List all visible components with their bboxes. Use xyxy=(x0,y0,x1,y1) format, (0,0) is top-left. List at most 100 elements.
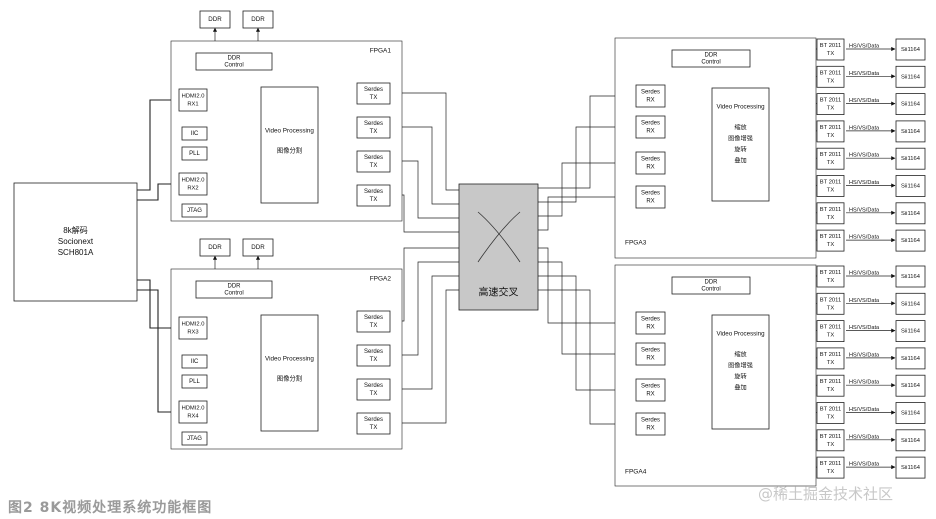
decoder-box-text: Socionext xyxy=(58,237,94,246)
serdes-rx-box-text: RX xyxy=(646,98,654,104)
connector-line xyxy=(538,196,636,231)
hs-vs-data-label: HS/VS/Data xyxy=(849,462,880,468)
serdes-tx-box-text: Serdes xyxy=(364,349,383,355)
serdes-rx-box xyxy=(635,84,666,108)
bt2011-tx-box-text: TX xyxy=(827,188,835,194)
bt2011-tx-box-text: TX xyxy=(827,106,835,112)
sii1164-chip xyxy=(895,402,926,424)
serdes-rx-box-text: RX xyxy=(646,392,654,398)
bt2011-tx-box-text: BT 2011 xyxy=(820,180,841,186)
connector-line xyxy=(137,279,180,332)
bt2011-tx-box-text: TX xyxy=(827,469,835,475)
hs-vs-data-label: HS/VS/Data xyxy=(849,298,880,304)
sii1164-chip xyxy=(895,429,926,452)
switch-cross-line xyxy=(477,211,521,263)
serdes-tx-box xyxy=(356,82,391,105)
video-processing-label: 缩放 xyxy=(734,124,746,132)
bt2011-tx-box xyxy=(816,402,845,424)
sii1164-chip xyxy=(895,175,926,197)
sii1164-chip xyxy=(895,320,926,343)
serdes-tx-box-text: Serdes xyxy=(364,155,383,161)
bt2011-tx-box xyxy=(816,202,845,225)
serdes-tx-box-text: TX xyxy=(370,391,378,397)
jtag-box-text: JTAG xyxy=(187,436,202,442)
sii1164-chip-text: Sii1164 xyxy=(901,438,921,444)
serdes-rx-box-text: RX xyxy=(646,325,654,331)
sii1164-chip-text: Sii1164 xyxy=(901,102,921,108)
sii1164-chip xyxy=(895,229,926,252)
video-processing-box xyxy=(711,314,770,430)
ddr-control-box-text: DDR xyxy=(705,53,719,59)
serdes-rx-box xyxy=(635,115,666,139)
hs-vs-data-label: HS/VS/Data xyxy=(849,352,880,358)
switch-box xyxy=(458,183,539,311)
serdes-tx-box-text: Serdes xyxy=(364,189,383,195)
connector-line xyxy=(390,160,459,219)
connector-line xyxy=(538,126,636,203)
serdes-rx-box-text: Serdes xyxy=(641,317,660,323)
bt2011-tx-box-text: TX xyxy=(827,278,835,284)
ddr-control-box-text: DDR xyxy=(705,280,719,286)
bt2011-tx-box-text: BT 2011 xyxy=(820,234,841,240)
fpga-label: FPGA2 xyxy=(370,276,392,283)
bt2011-tx-box-text: TX xyxy=(827,305,835,311)
sii1164-chip-text: Sii1164 xyxy=(901,129,921,135)
serdes-tx-box xyxy=(356,150,391,173)
serdes-tx-box xyxy=(356,344,391,367)
hdmi-rx-box xyxy=(178,88,208,112)
bt2011-tx-box-text: BT 2011 xyxy=(820,43,841,49)
decoder-box-text: 8k解码 xyxy=(63,225,87,235)
iic-box xyxy=(181,354,208,369)
serdes-tx-box xyxy=(356,378,391,401)
bt2011-tx-box-text: BT 2011 xyxy=(820,98,841,104)
hs-vs-data-label: HS/VS/Data xyxy=(849,71,880,77)
sii1164-chip-text: Sii1164 xyxy=(901,383,921,389)
ddr-chip-text: DDR xyxy=(208,244,222,251)
bt2011-tx-box-text: BT 2011 xyxy=(820,325,841,331)
bt2011-tx-box xyxy=(816,292,845,315)
serdes-tx-box xyxy=(356,184,391,207)
serdes-tx-box-text: Serdes xyxy=(364,87,383,93)
bt2011-tx-box-text: TX xyxy=(827,160,835,166)
ddr-control-box-text: Control xyxy=(701,60,720,66)
sii1164-chip-text: Sii1164 xyxy=(901,211,921,217)
iic-box-text: IIC xyxy=(191,359,199,365)
video-processing-box xyxy=(260,314,319,432)
ddr-control-box xyxy=(195,52,273,71)
video-processing-label: 图像分割 xyxy=(277,146,302,155)
serdes-rx-box xyxy=(635,342,666,366)
serdes-rx-box-text: Serdes xyxy=(641,90,660,96)
hdmi-rx-box-text: RX3 xyxy=(187,330,198,336)
video-processing-label: 图像分割 xyxy=(277,374,302,383)
bt2011-tx-box-text: BT 2011 xyxy=(820,152,841,158)
figure-caption: 图2 8K视频处理系统功能框图 xyxy=(8,500,213,516)
hs-vs-data-label: HS/VS/Data xyxy=(849,235,880,241)
jtag-box xyxy=(181,431,208,446)
connector-line xyxy=(538,247,636,324)
sii1164-chip xyxy=(895,456,926,479)
serdes-tx-box-text: TX xyxy=(370,357,378,363)
iic-box xyxy=(181,126,208,141)
serdes-tx-box-text: Serdes xyxy=(364,121,383,127)
hdmi-rx-box xyxy=(178,316,208,340)
sii1164-chip xyxy=(895,120,926,143)
decoder-box-text: SCH801A xyxy=(58,248,94,257)
video-processing-label: 图像增强 xyxy=(728,362,753,370)
fpga-label: FPGA3 xyxy=(625,240,647,247)
ddr-control-box-text: DDR xyxy=(228,284,242,290)
connector-line xyxy=(538,289,636,425)
bt2011-tx-box-text: TX xyxy=(827,51,835,57)
video-processing-label: 旋转 xyxy=(734,373,746,381)
connector-line xyxy=(390,126,459,205)
serdes-tx-box xyxy=(356,310,391,333)
connector-line xyxy=(390,289,459,424)
connector-line xyxy=(538,95,636,189)
hdmi-rx-box xyxy=(178,400,208,424)
serdes-rx-box-text: Serdes xyxy=(641,121,660,127)
video-processing-label: Video Processing xyxy=(265,128,314,135)
serdes-rx-box xyxy=(635,151,666,175)
iic-box-text: IIC xyxy=(191,131,199,137)
serdes-tx-box-text: TX xyxy=(370,425,378,431)
connector-line xyxy=(538,275,636,391)
